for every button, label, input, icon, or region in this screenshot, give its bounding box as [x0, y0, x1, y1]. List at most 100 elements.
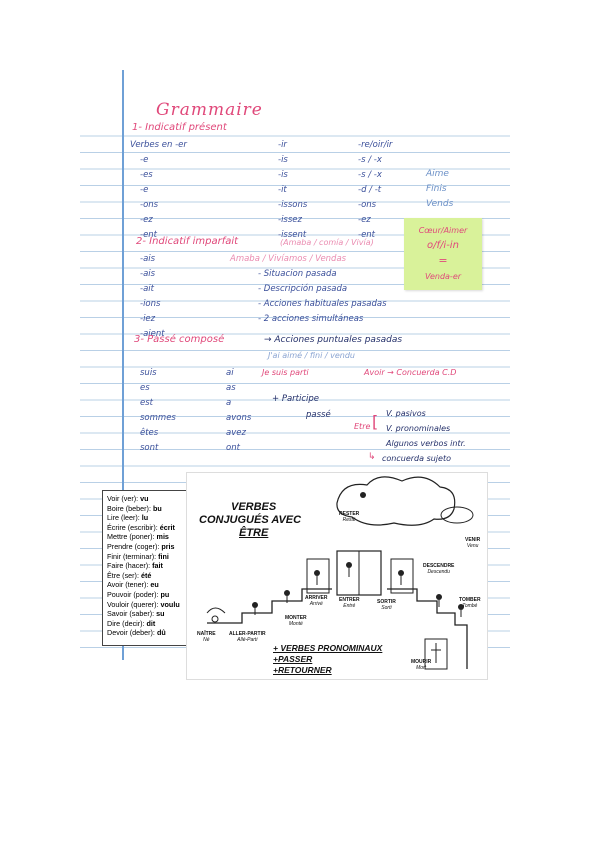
bracket-item-3: Algunos verbos intr.	[386, 439, 466, 448]
sticky-line-3: =	[438, 254, 448, 267]
s3-etre: es	[140, 383, 150, 393]
verb-infinitive: Pouvoir (poder):	[107, 589, 159, 599]
participle-row: Devoir (deber): dû	[107, 628, 189, 638]
sticky-line-4: Venda-er	[424, 272, 462, 281]
verb-participle: fait	[152, 561, 163, 571]
s1-colhead-2: -ir	[278, 140, 287, 150]
verb-infinitive: Prendre (coger):	[107, 541, 160, 551]
s2-note: - Situacion pasada	[258, 269, 337, 279]
verb-participle: bu	[152, 503, 162, 513]
s3-etre: est	[140, 398, 153, 408]
verb-participle: dit	[146, 618, 156, 628]
s1-cell: -ez	[358, 215, 371, 225]
participle-row: Lire (leer): lu	[107, 513, 189, 523]
s3-etre: sont	[140, 443, 159, 453]
section2-heading: 2- Indicatif imparfait	[136, 236, 239, 247]
verb-infinitive: Boire (beber):	[107, 503, 151, 513]
participle-row: Mettre (poner): mis	[107, 532, 189, 542]
example-finis: Finis	[426, 184, 447, 194]
s1-cell: -issez	[278, 215, 302, 225]
s1-cell: -is	[278, 155, 288, 165]
avoir-note: Avoir → Concuerda C.D	[364, 368, 457, 377]
s3-avoir: a	[226, 398, 232, 408]
verb-participle: voulu	[160, 599, 180, 609]
margin-line	[122, 70, 124, 660]
s1-cell: -e	[140, 155, 149, 165]
s3-avoir: ai	[226, 368, 234, 378]
participle-row: Boire (beber): bu	[107, 504, 189, 514]
s2-note: - Descripción pasada	[258, 284, 348, 294]
s2-ending: -ais	[140, 254, 156, 264]
participle-row: Avoir (tener): eu	[107, 580, 189, 590]
participle-row: Voir (ver): vu	[107, 494, 189, 504]
s3-etre: suis	[140, 368, 157, 378]
verb-participle: pris	[161, 541, 175, 551]
sticky-line-2: o/f/i-in	[427, 240, 459, 251]
s2-ending: -ions	[140, 299, 161, 309]
verb-participle: su	[156, 609, 165, 619]
agree-arrow: ↳	[368, 452, 376, 462]
s3-etre: êtes	[140, 428, 159, 438]
s3-avoir: as	[226, 383, 236, 393]
verb-participle: vu	[140, 494, 149, 503]
verb-infinitive: Avoir (tener):	[107, 580, 149, 590]
s2-ending: -ait	[140, 284, 154, 294]
example-vends: Vends	[426, 199, 454, 209]
s1-colhead-1: Verbes en -er	[130, 140, 187, 150]
verb-participle: pu	[160, 589, 170, 599]
s1-cell: -e	[140, 185, 149, 195]
participle-row: Savoir (saber): su	[107, 609, 189, 619]
participle-row: Faire (hacer): fait	[107, 561, 189, 571]
verb-infinitive: Écrire (escribir):	[107, 522, 158, 532]
verb-infinitive: Faire (hacer):	[107, 561, 151, 571]
section2-note: (Amaba / comía / Vivía)	[280, 238, 374, 247]
page-title: Grammaire	[156, 100, 263, 120]
s1-cell: -ent	[140, 230, 158, 240]
s2-note: - 2 acciones simultáneas	[258, 314, 364, 324]
verb-infinitive: Voir (ver):	[107, 494, 139, 503]
house-illustration	[206, 476, 474, 670]
verb-infinitive: Mettre (poner):	[107, 532, 155, 542]
bracket-item-1: V. pasivos	[386, 409, 426, 418]
s2-note: - Acciones habituales pasadas	[258, 299, 387, 309]
s3-avoir: avez	[226, 428, 246, 438]
s2-note: Amaba / Vivíamos / Vendas	[230, 254, 347, 264]
clip-title-3: ÊTRE	[239, 527, 269, 539]
s1-cell: -ent	[358, 230, 376, 240]
s1-cell: -it	[278, 185, 287, 195]
s1-cell: -is	[278, 170, 288, 180]
bracket-symbol: [	[372, 412, 379, 431]
passe-word: passé	[306, 410, 331, 420]
example-line: J'ai aimé / fini / vendu	[268, 351, 355, 360]
s2-ending: -iez	[140, 314, 156, 324]
participle-row: Dire (decir): dit	[107, 619, 189, 629]
s1-cell: -s / -x	[358, 155, 382, 165]
verb-participle: écrit	[159, 522, 175, 532]
verb-infinitive: Finir (terminar):	[107, 551, 157, 561]
verb-participle: mis	[156, 532, 169, 542]
example-aime: Aime	[426, 169, 449, 179]
s1-cell: -ons	[140, 200, 159, 210]
participle-note: Je suis parti	[262, 368, 309, 377]
verb-infinitive: Dire (decir):	[107, 618, 145, 628]
footer-pronominaux: + VERBES PRONOMINAUX	[273, 643, 383, 653]
clip-title-1: VERBES	[231, 501, 277, 513]
section3-note: → Acciones puntuales pasadas	[264, 335, 403, 345]
footer-retourner: +RETOURNER	[273, 665, 332, 675]
verb-infinitive: Savoir (saber):	[107, 609, 155, 619]
verb-participle: lu	[141, 513, 149, 523]
participle-row: Finir (terminar): fini	[107, 552, 189, 562]
footer-passer: +PASSER	[273, 654, 313, 664]
s1-cell: -es	[140, 170, 153, 180]
verb-participle: eu	[150, 580, 159, 590]
